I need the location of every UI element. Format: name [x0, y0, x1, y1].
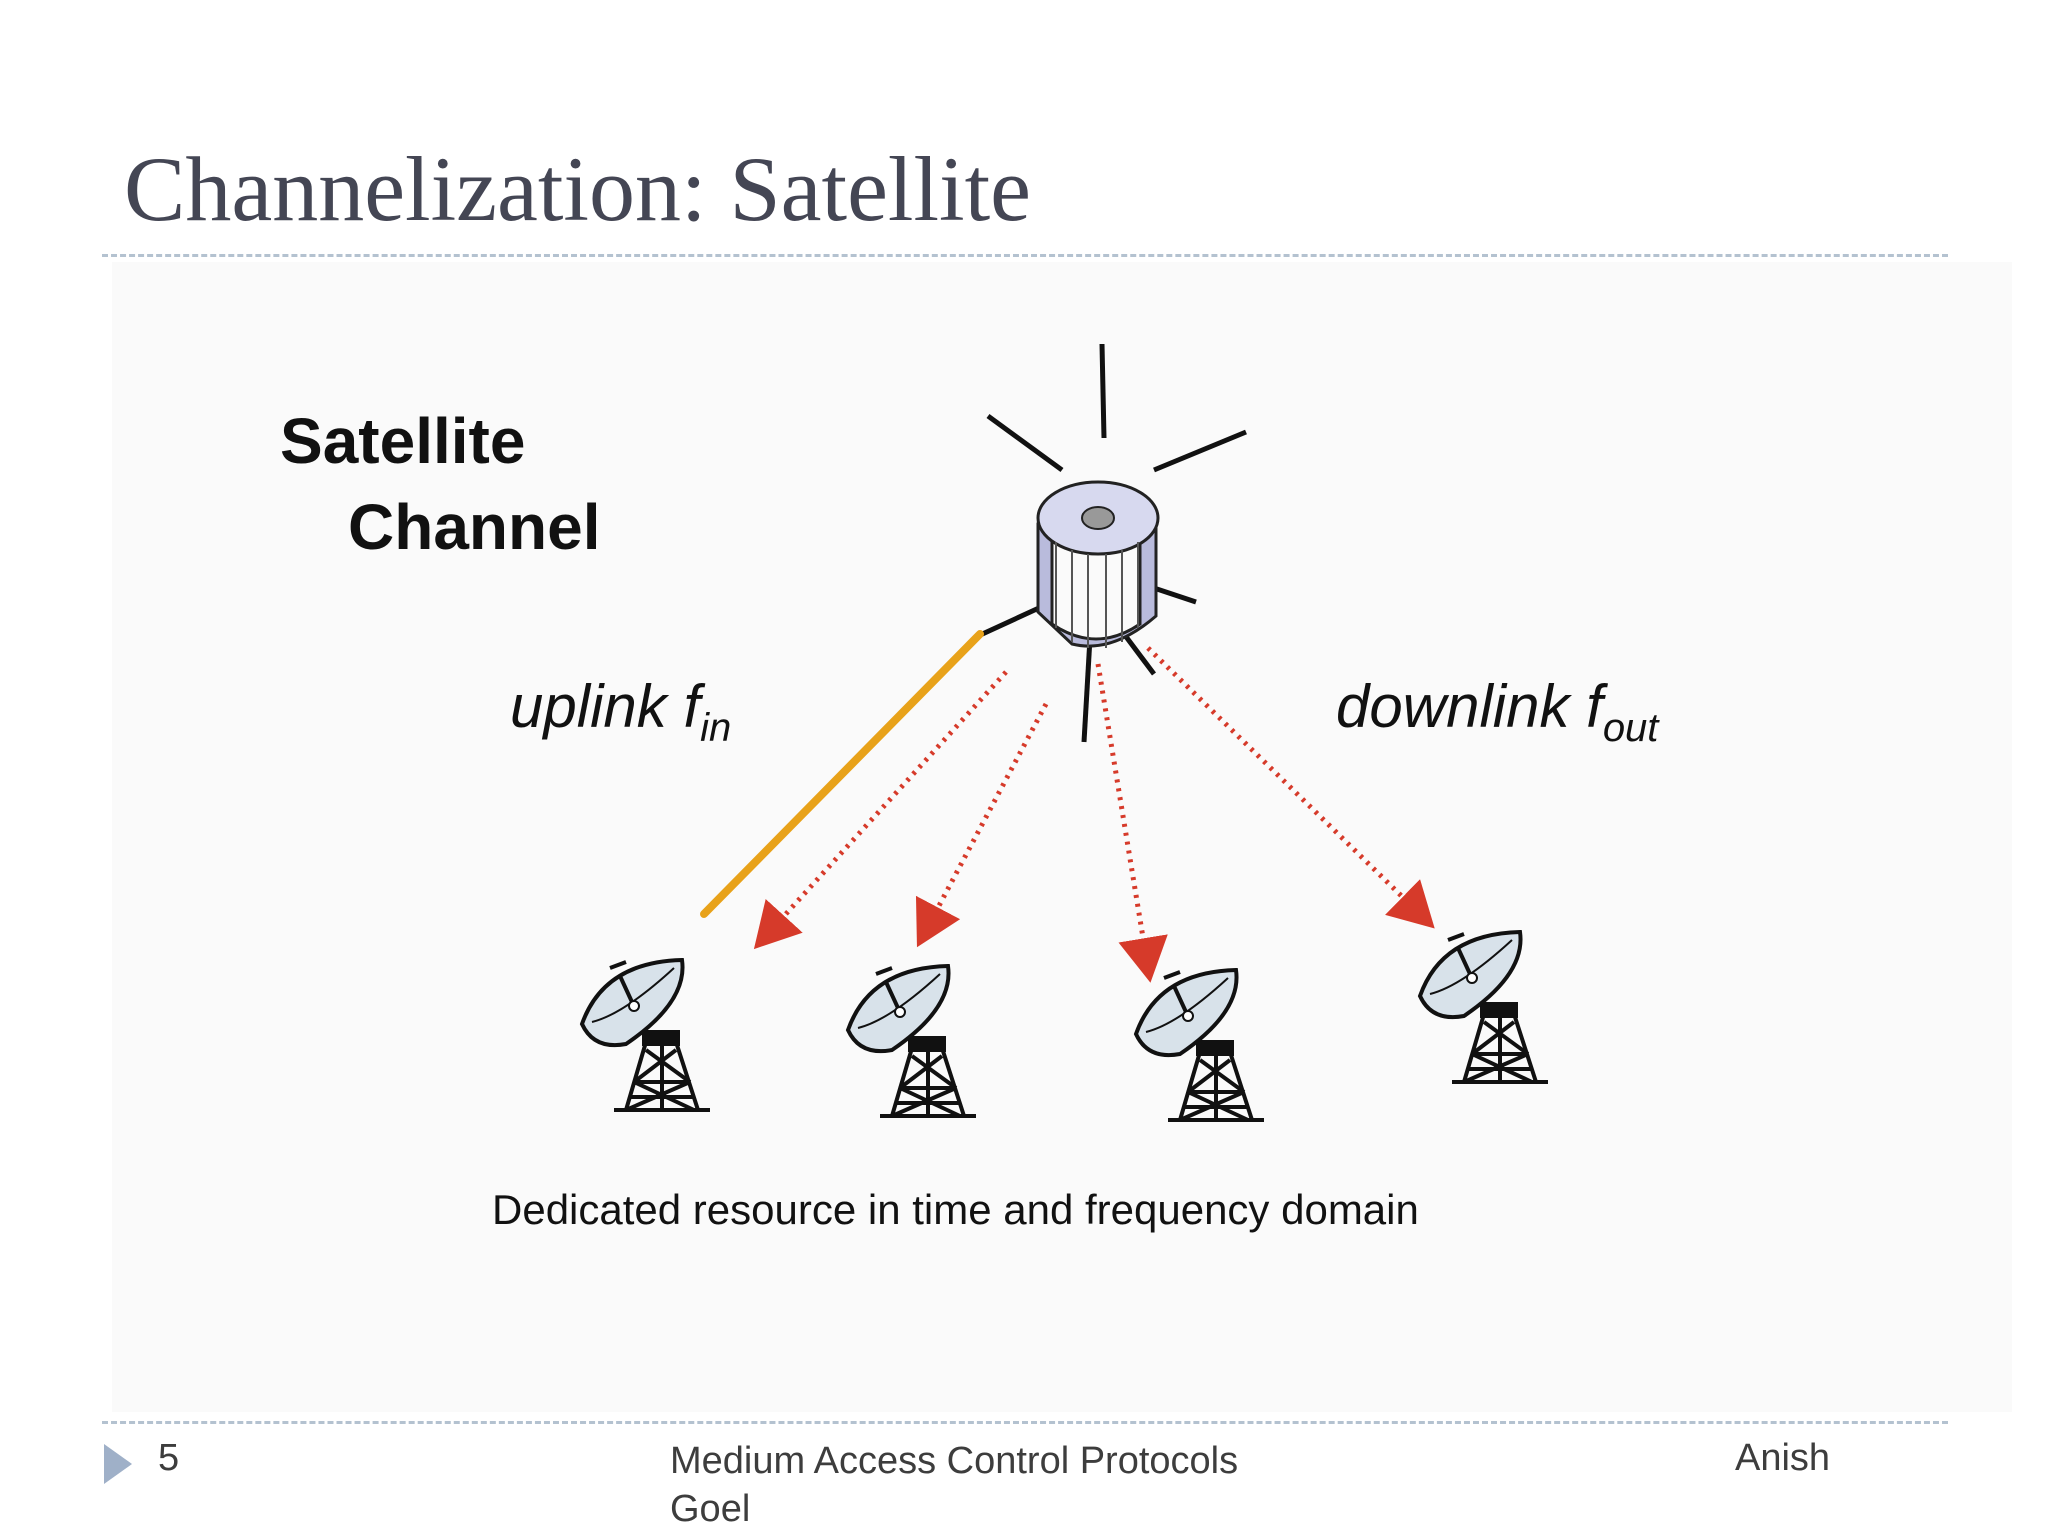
title-divider	[102, 254, 1948, 257]
uplink-label: uplink fin	[510, 673, 732, 750]
slide-number: 5	[158, 1437, 180, 1479]
satellite-icon	[1036, 480, 1160, 648]
uplink-beam	[700, 630, 984, 918]
play-triangle-icon	[104, 1444, 132, 1484]
uplink-subscript: in	[700, 706, 732, 750]
ground-station-icon	[1418, 930, 1550, 1084]
downlink-label: downlink fout	[1336, 673, 1659, 750]
satellite-figure: Satellite Channel uplink fin downlink fo…	[112, 262, 2012, 1412]
ground-station-icon	[580, 958, 712, 1112]
footer-title-text: Medium Access Control Protocols	[670, 1440, 1239, 1482]
downlink-subscript: out	[1602, 706, 1659, 750]
satellite-diagram	[580, 343, 1550, 1122]
footer-author-last: Goel	[670, 1488, 751, 1530]
footer-divider	[102, 1421, 1948, 1424]
slide-title: Channelization: Satellite	[124, 138, 1031, 240]
figure-caption: Dedicated resource in time and frequency…	[492, 1186, 1419, 1233]
figure-heading-line2: Channel	[348, 491, 601, 563]
footer-author-first: Anish	[1735, 1437, 1831, 1479]
footer-presentation-title: Medium Access Control Protocols Goel	[670, 1437, 1238, 1533]
figure-heading-line1: Satellite	[280, 405, 526, 477]
ground-station-icon	[1134, 968, 1266, 1122]
downlink-beams	[753, 646, 1435, 983]
ground-station-icon	[846, 964, 978, 1118]
